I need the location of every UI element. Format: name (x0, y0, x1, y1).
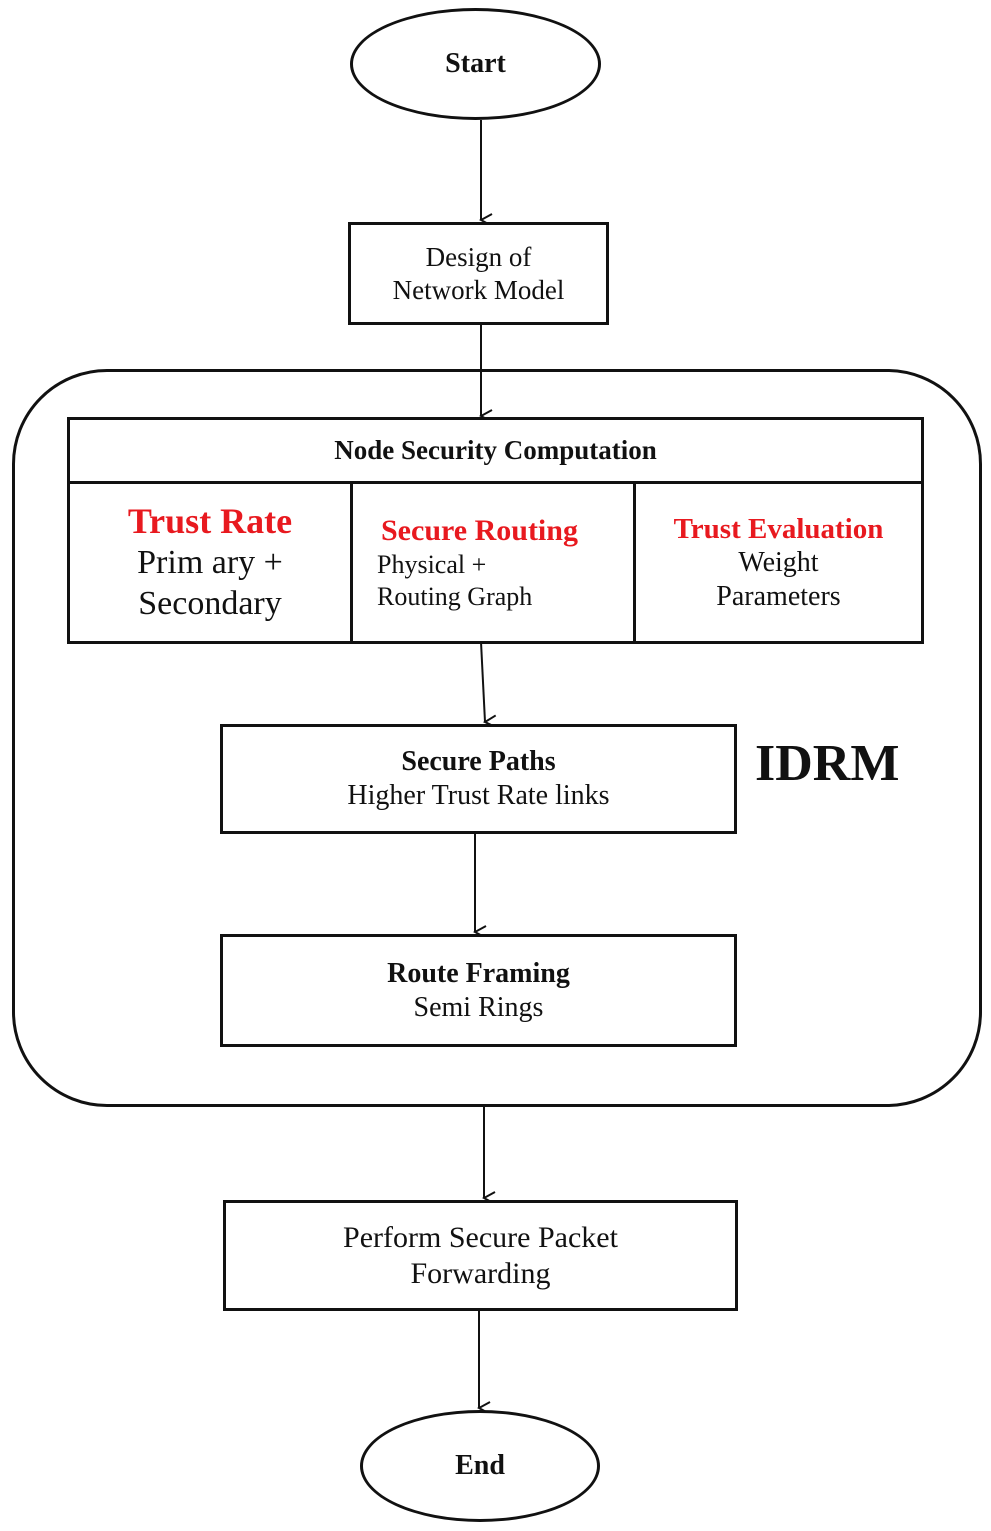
secure-paths-subtitle: Higher Trust Rate links (347, 780, 610, 811)
design-line-2: Network Model (392, 274, 565, 305)
trust-rate-cell: Trust Rate Prim ary + Secondary (67, 481, 353, 644)
arrow-node-security-to-secure-paths (480, 641, 485, 722)
trust-evaluation-cell: Trust Evaluation Weight Parameters (633, 481, 924, 644)
trust-rate-line-2: Secondary (138, 585, 282, 623)
idrm-label: IDRM (755, 735, 900, 792)
secure-routing-title: Secure Routing (381, 514, 578, 548)
end-label: End (455, 1450, 505, 1481)
secure-paths-box: Secure Paths Higher Trust Rate links (220, 724, 737, 834)
idrm-container (12, 369, 982, 1107)
trust-evaluation-title: Trust Evaluation (673, 512, 884, 545)
secure-paths-title: Secure Paths (401, 746, 556, 778)
trust-rate-title: Trust Rate (127, 501, 293, 542)
trust-rate-line-1: Prim ary + (137, 544, 283, 582)
route-framing-box: Route Framing Semi Rings (220, 934, 737, 1047)
secure-routing-cell: Secure Routing Physical + Routing Graph (350, 481, 636, 644)
design-line-1: Design of (425, 242, 532, 273)
trust-evaluation-line-2: Parameters (716, 580, 841, 612)
forwarding-line-2: Forwarding (410, 1256, 551, 1290)
trust-evaluation-line-1: Weight (738, 547, 819, 579)
node-security-title: Node Security Computation (334, 435, 657, 465)
route-framing-title: Route Framing (387, 957, 570, 989)
start-label: Start (445, 48, 506, 79)
start-terminal: Start (350, 8, 601, 120)
forwarding-line-1: Perform Secure Packet (343, 1220, 618, 1254)
secure-routing-line-1: Physical + (377, 550, 487, 580)
node-security-header: Node Security Computation (67, 417, 924, 484)
route-framing-subtitle: Semi Rings (413, 991, 544, 1023)
end-terminal: End (360, 1410, 600, 1522)
design-network-model-box: Design of Network Model (348, 222, 609, 325)
packet-forwarding-box: Perform Secure Packet Forwarding (223, 1200, 738, 1311)
secure-routing-line-2: Routing Graph (377, 581, 533, 611)
